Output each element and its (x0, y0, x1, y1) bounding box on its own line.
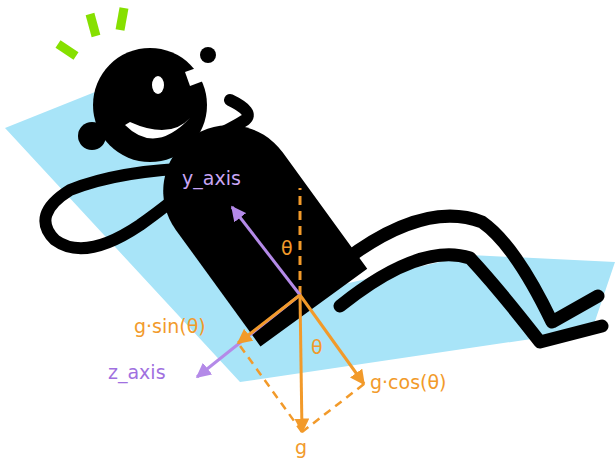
angle-label: θ (311, 337, 323, 359)
lounge-chair (5, 86, 615, 382)
head (78, 47, 216, 162)
vectors (197, 188, 364, 432)
axis-label: z_axis (108, 362, 166, 384)
legs (330, 216, 602, 342)
axis-label: y_axis (182, 168, 241, 190)
excite-marks (58, 8, 124, 56)
component-label: g·cos(θ) (370, 372, 447, 394)
angle-label: θ (281, 238, 293, 260)
gravity-label: g (295, 437, 307, 459)
component-label: g·sin(θ) (134, 316, 206, 338)
